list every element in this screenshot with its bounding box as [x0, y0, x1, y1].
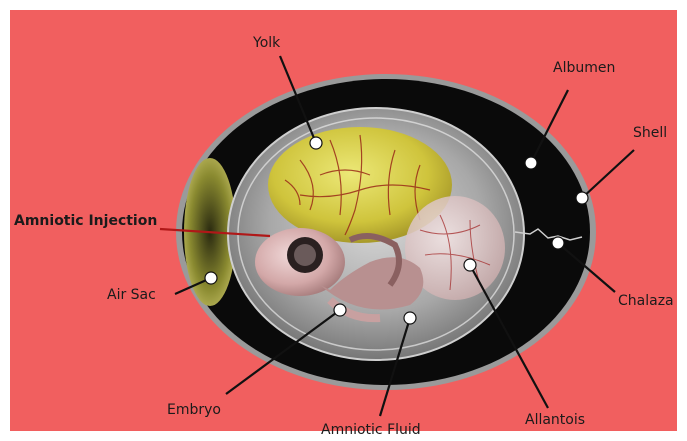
label-amniotic-fluid: Amniotic Fluid	[321, 422, 421, 438]
label-chalaza: Chalaza	[618, 293, 674, 309]
dot-allantois	[464, 259, 476, 271]
label-shell: Shell	[633, 125, 667, 141]
dot-air-sac	[205, 272, 217, 284]
label-embryo: Embryo	[167, 402, 221, 418]
dot-amniotic-fluid	[404, 312, 416, 324]
dot-albumen	[525, 157, 537, 169]
label-yolk: Yolk	[253, 35, 280, 51]
dot-embryo	[334, 304, 346, 316]
dot-shell	[576, 192, 588, 204]
dot-chalaza	[552, 237, 564, 249]
label-albumen: Albumen	[553, 60, 615, 76]
label-air-sac: Air Sac	[107, 287, 156, 303]
label-allantois: Allantois	[525, 412, 585, 428]
dot-yolk	[310, 137, 322, 149]
label-amniotic-injection: Amniotic Injection	[14, 213, 157, 229]
